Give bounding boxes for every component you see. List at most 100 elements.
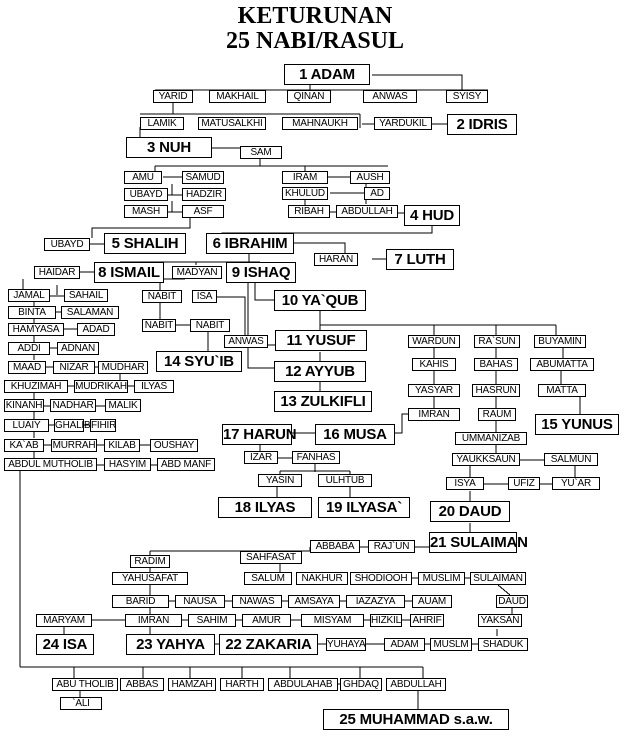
node-sam: SAM [240, 146, 282, 159]
node-khuzimah: KHUZIMAH [4, 380, 68, 393]
node-qinan: QINAN [287, 90, 331, 103]
node-abdullah2: ABDULLAH [386, 678, 446, 691]
node-shodiooh: SHODIOOH [350, 572, 412, 585]
node-amu: AMU [124, 171, 162, 184]
node-luaiy: LUAIY [4, 419, 49, 432]
node-shaduk: SHADUK [478, 638, 528, 651]
node-lamik: LAMIK [140, 117, 184, 130]
node-haidar: HAIDAR [34, 266, 80, 279]
node-isa-s: ISA [192, 290, 217, 303]
node-yaukksaun: YAUKKSAUN [452, 453, 520, 466]
node-zulkifli: 13 ZULKIFLI [274, 391, 372, 412]
node-daud-s: DAUD [496, 595, 528, 608]
node-imran2: IMRAN [125, 614, 182, 627]
node-yardukil: YARDUKIL [374, 117, 432, 130]
node-buyamin: BUYAMIN [534, 335, 586, 348]
node-shalih: 5 SHALIH [104, 233, 186, 254]
diagram-title: KETURUNAN 25 NABI/RASUL [0, 4, 630, 54]
node-salum: SALUM [244, 572, 292, 585]
node-nabit1: NABIT [142, 290, 182, 303]
node-ghalib: GHALIB [54, 419, 91, 432]
node-nawas: NAWAS [232, 595, 282, 608]
node-yaksan: YAKSAN [478, 614, 522, 627]
node-iram: IRAM [282, 171, 328, 184]
node-hadzir: HADZIR [182, 188, 226, 201]
node-abdulahab: ABDULAHAB [268, 678, 338, 691]
node-mash: MASH [124, 205, 168, 218]
node-ismail: 8 ISMAIL [94, 262, 164, 283]
node-hamyasa: HAMYASA [8, 323, 64, 336]
node-imran1: IMRAN [408, 408, 460, 421]
node-sahfasat: SAHFASAT [240, 551, 302, 564]
node-syisy: SYISY [446, 90, 488, 103]
node-kahis: KAHIS [412, 358, 456, 371]
node-izar: IZAR [244, 451, 278, 464]
node-yasyar: YASYAR [408, 384, 460, 397]
node-yuhaya: YUHAYA [326, 638, 366, 651]
node-harun: 17 HARUN [222, 424, 297, 445]
title-line-2: 25 NABI/RASUL [225, 28, 405, 54]
node-rasun: RA`SUN [474, 335, 520, 348]
node-madyan: MADYAN [172, 266, 222, 279]
node-abdmanf: ABD MANF [157, 458, 215, 471]
node-yunus: 15 YUNUS [535, 414, 619, 435]
node-salmun: SALMUN [544, 453, 598, 466]
node-hasrun: HASRUN [472, 384, 520, 397]
node-sahail: SAHAIL [64, 289, 108, 302]
node-amur: AMUR [242, 614, 291, 627]
node-muslim1: MUSLIM [418, 572, 465, 585]
node-yusuf: 11 YUSUF [275, 330, 367, 351]
node-ghdaq: GHDAQ [340, 678, 382, 691]
node-yarid: YARID [153, 90, 193, 103]
node-kaab: KA`AB [4, 439, 44, 452]
node-makhail: MAKHAIL [209, 90, 266, 103]
node-abbaba: ABBABA [310, 540, 360, 553]
node-nausa: NAUSA [175, 595, 225, 608]
node-nadhar: NADHAR [50, 399, 96, 412]
node-adam: 1 ADAM [284, 64, 370, 85]
node-binta: BINTA [8, 306, 56, 319]
node-nuh: 3 NUH [126, 137, 212, 158]
node-isya: ISYA [446, 477, 484, 490]
node-misyam: MISYAM [301, 614, 364, 627]
node-addi: ADDI [8, 342, 50, 355]
node-adad: ADAD [77, 323, 115, 336]
node-zakaria: 22 ZAKARIA [219, 634, 318, 655]
node-muslm: MUSLM [430, 638, 472, 651]
node-anwas: ANWAS [363, 90, 417, 103]
node-maad: MAAD [8, 361, 46, 374]
node-radim: RADIM [130, 555, 170, 568]
node-jamal: JAMAL [8, 289, 50, 302]
node-nabit2: NABIT [142, 319, 176, 332]
node-ayyub: 12 AYYUB [274, 361, 366, 382]
title-line-1: KETURUNAN [237, 3, 393, 29]
node-mudrikah: MUDRIKAH [74, 380, 128, 393]
node-matusalkhi: MATUSALKHI [198, 117, 266, 130]
node-nakhur: NAKHUR [296, 572, 348, 585]
node-matta: MATTA [538, 384, 586, 397]
node-ibrahim: 6 IBRAHIM [206, 233, 294, 254]
node-ilyasa: 19 ILYASA` [318, 497, 410, 518]
node-syuib: 14 SYU`IB [156, 351, 242, 372]
node-aush: AUSH [350, 171, 390, 184]
node-ubayd2: UBAYD [44, 238, 90, 251]
node-hamzah: HAMZAH [168, 678, 216, 691]
node-salaman: SALAMAN [61, 306, 119, 319]
node-rajun: RAJ`UN [368, 540, 415, 553]
node-samud: SAMUD [182, 171, 224, 184]
node-ummanizab: UMMANIZAB [455, 432, 527, 445]
node-abdulmutholib: ABDUL MUTHOLIB [4, 458, 97, 471]
node-haran: HARAN [314, 253, 358, 266]
node-abutholib: ABU THOLIB [52, 678, 118, 691]
node-asf: ASF [182, 205, 224, 218]
node-ad: AD [364, 187, 390, 200]
node-hasyim: HASYIM [104, 458, 151, 471]
node-kinanh: KINANH [4, 399, 44, 412]
node-amsaya: AMSAYA [288, 595, 340, 608]
node-abumatta: ABUMATTA [530, 358, 594, 371]
node-nizar: NIZAR [53, 361, 95, 374]
node-musa: 16 MUSA [315, 424, 395, 445]
node-anwas2: ANWAS [224, 335, 268, 348]
node-yahya: 23 YAHYA [126, 634, 215, 655]
node-kilab: KILAB [104, 439, 140, 452]
